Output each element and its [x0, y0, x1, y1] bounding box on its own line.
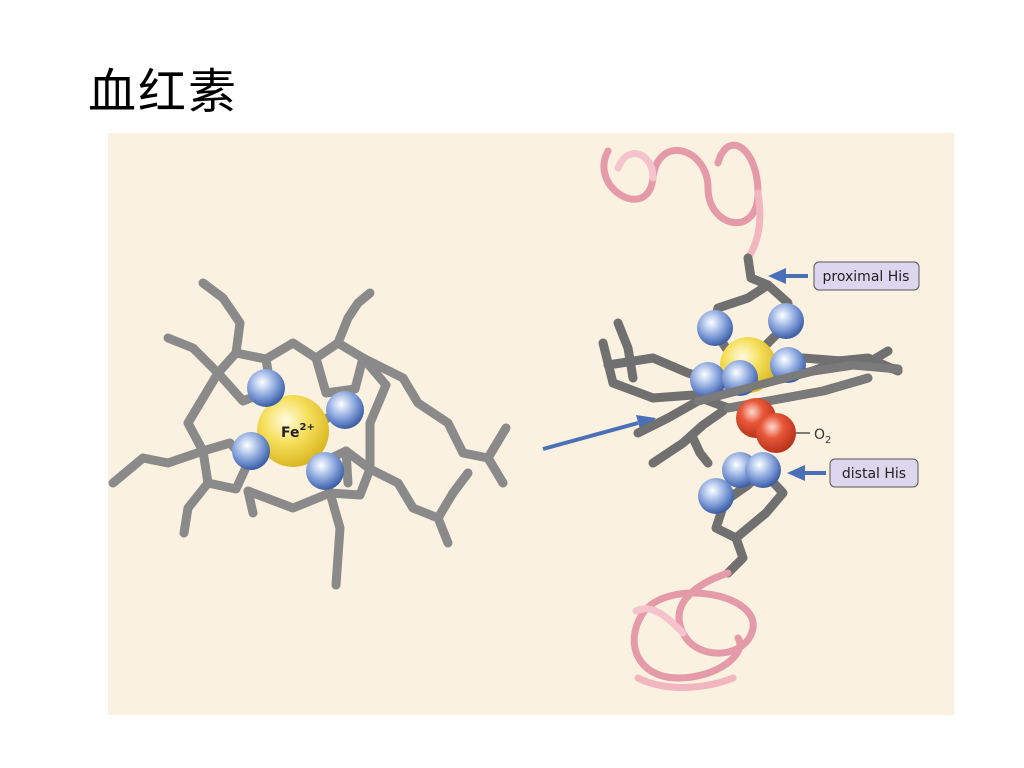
oxygen-label: O2: [814, 427, 831, 446]
heme-figure-panel: Fe2+: [108, 133, 954, 715]
distal-his-label: distal His: [842, 466, 906, 482]
nitrogen-atom: [306, 452, 344, 490]
nitrogen-atom: [690, 362, 726, 398]
porphyrin-ring: [108, 278, 511, 590]
proximal-his-callout: proximal His: [768, 261, 920, 291]
nitrogen-atom: [768, 303, 804, 339]
upper-helix: [600, 141, 764, 262]
heme-diagram: Fe2+: [108, 141, 920, 691]
nitrogen-atom: [232, 432, 270, 470]
nitrogen-atom: [697, 310, 733, 346]
slide-title: 血红素: [88, 64, 239, 120]
lower-helix: [630, 569, 757, 691]
oxygen-atom: [756, 413, 796, 453]
nitrogen-atom: [326, 391, 364, 429]
iron-atom: [257, 395, 329, 467]
proximal-his-label: proximal His: [823, 269, 910, 285]
distal-his-callout: distal His: [787, 458, 919, 488]
nitrogen-atom: [698, 478, 734, 514]
nitrogen-atom: [745, 452, 781, 488]
nitrogen-atom: [247, 369, 285, 407]
iron-label: Fe2+: [281, 422, 315, 441]
